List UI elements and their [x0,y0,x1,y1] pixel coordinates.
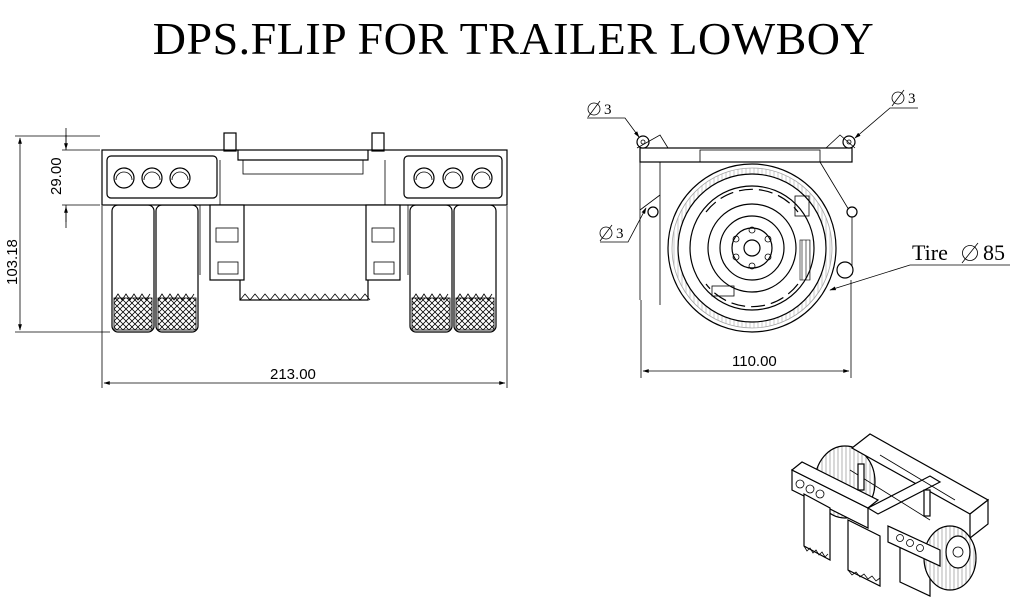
front-left-lights [113,167,191,189]
hole-dim-2-value: 3 [908,91,916,107]
hole-dim-3-value: 3 [616,226,624,242]
front-suspension [199,132,409,281]
front-right-lights [413,167,493,189]
front-box-height-label: 29.00 [48,157,65,195]
front-mud-flap [239,199,371,301]
front-frame [101,149,508,206]
hole-dim-1-value: 3 [604,102,612,118]
front-dimensions [15,128,508,388]
hole-dim-2: 3 [891,89,916,107]
side-left-lug [636,135,650,149]
side-width-label: 110.00 [732,353,777,370]
hole-dim-3: 3 [599,224,624,242]
front-height-label: 103.18 [4,239,21,285]
front-right-tires [409,204,497,333]
front-view [15,128,508,388]
tire-dim: Tire 85 [912,240,1005,265]
front-width-label: 213.00 [270,366,316,383]
tire-dim-label: Tire [912,240,948,265]
hole-dim-1: 3 [587,100,612,118]
isometric-view [790,433,990,597]
drawing-title: DPS.FLIP FOR TRAILER LOWBOY [152,13,875,64]
side-tire [667,163,837,333]
front-left-tires [111,204,199,333]
tire-dim-value: 85 [983,240,1005,265]
side-view [587,107,1010,378]
